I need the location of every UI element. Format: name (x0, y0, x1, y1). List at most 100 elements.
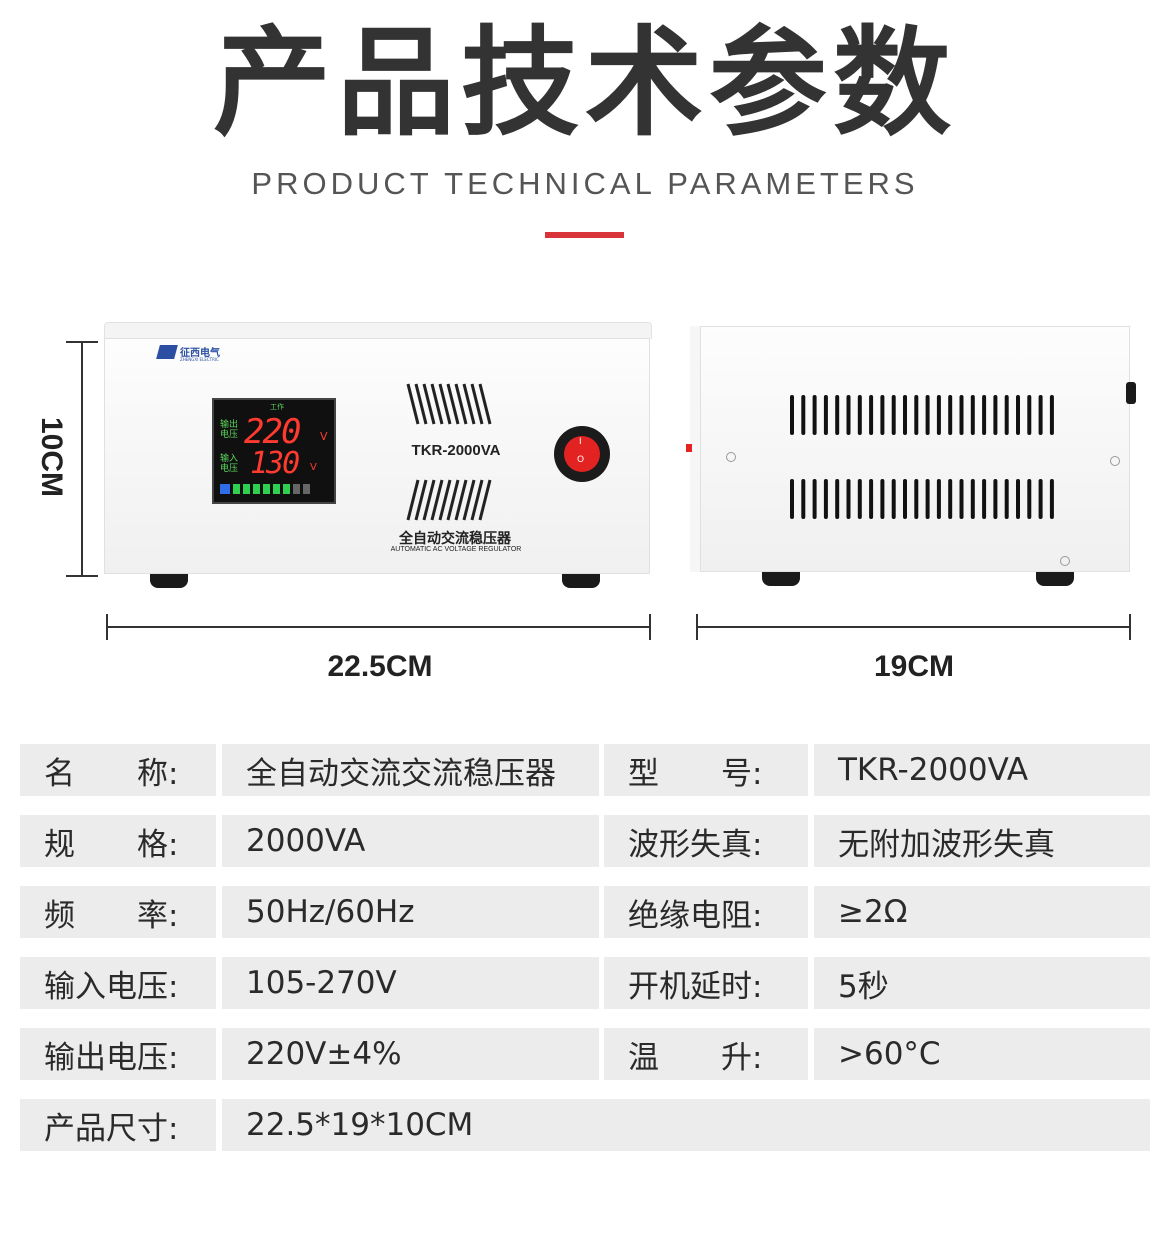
spec-label: 输出电压: (20, 1028, 216, 1080)
vent-slot (880, 395, 885, 435)
vent-slot (993, 479, 998, 519)
vent-slot (869, 395, 874, 435)
vent-slot (948, 395, 953, 435)
vent-slot (903, 395, 907, 435)
brand-name: 征西电气 (180, 348, 220, 359)
spec-label: 频 率: (20, 886, 216, 938)
spec-value: 无附加波形失真 (814, 815, 1150, 867)
model-label: TKR-2000VA (411, 442, 501, 459)
vent-slot (846, 479, 851, 519)
spec-label: 开机延时: (604, 957, 808, 1009)
height-label: 10CM (35, 416, 68, 498)
spec-label-text: 温 升: (628, 1039, 763, 1076)
screw-icon (1110, 456, 1120, 466)
vent-slot (857, 479, 862, 519)
brand-logo: 征西电气 (156, 344, 220, 359)
screw-icon (1060, 556, 1070, 566)
side-red-mark (686, 444, 692, 452)
spec-value: 2000VA (222, 815, 599, 867)
vent-slot (790, 395, 794, 435)
vent-slot (970, 479, 975, 519)
page-subtitle: PRODUCT TECHNICAL PARAMETERS (251, 166, 919, 201)
spec-label-text: 型 号: (628, 755, 763, 792)
depth-dimension-line (696, 614, 1131, 640)
spec-label: 规 格: (20, 815, 216, 867)
vent-slot (959, 395, 964, 435)
side-vent-bottom (790, 479, 1054, 519)
switch-off-mark: O (577, 455, 585, 465)
vent-slot (823, 479, 828, 519)
vent-slot (1049, 479, 1054, 519)
vent-slot (790, 479, 794, 519)
spec-value-text: 105-270V (246, 965, 397, 1001)
vent-slot (891, 479, 896, 519)
spec-value: TKR-2000VA (814, 744, 1150, 796)
front-view: 征西电气 ZHENGXI ELECTRIC 工作 输出 电压 220 V 输入 … (104, 322, 652, 588)
vent-slot (1004, 479, 1009, 519)
spec-label-text: 波形失真: (628, 826, 763, 863)
front-foot-right (562, 574, 600, 588)
spec-value-text: 无附加波形失真 (838, 826, 1055, 863)
display-input-value: 130 (250, 446, 300, 481)
led-display: 工作 输出 电压 220 V 输入 电压 130 V (212, 398, 336, 504)
display-input-label: 输入 电压 (220, 454, 239, 474)
vent-slot (914, 479, 919, 519)
vent-slot (993, 395, 998, 435)
spec-label-text: 绝缘电阻: (628, 897, 763, 934)
vent-slot (970, 395, 975, 435)
vent-slot (801, 395, 806, 435)
spec-label-text: 名 称: (44, 755, 179, 792)
spec-label: 绝缘电阻: (604, 886, 808, 938)
width-label: 22.5CM (327, 650, 433, 683)
screw-icon (726, 452, 736, 462)
product-name-cn: 全自动交流稳压器 (399, 531, 511, 547)
spec-value: 5秒 (814, 957, 1150, 1009)
display-output-unit: V (320, 430, 328, 443)
vent-slot (891, 395, 896, 435)
vent-slot (982, 395, 987, 435)
spec-value: 22.5*19*10CM (222, 1099, 1150, 1151)
vent-slot (1016, 479, 1020, 519)
spec-value-text: 50Hz/60Hz (246, 894, 415, 930)
spec-value-text: >60°C (838, 1036, 941, 1072)
vent-slot (1049, 395, 1054, 435)
spec-value-text: TKR-2000VA (838, 752, 1029, 788)
vent-slot (948, 479, 953, 519)
spec-label: 产品尺寸: (20, 1099, 216, 1151)
front-vent-bottom (406, 479, 492, 521)
spec-value-text: 全自动交流交流稳压器 (246, 755, 556, 792)
vent-slot (812, 479, 817, 519)
side-view (686, 326, 1140, 586)
front-vent-top (406, 383, 492, 425)
spec-label-text: 输入电压: (44, 968, 179, 1005)
vent-slot (914, 395, 919, 435)
vent-slot (869, 479, 874, 519)
vent-slot (1038, 395, 1043, 435)
vent-slot (801, 479, 806, 519)
depth-label: 19CM (873, 650, 955, 683)
vent-slot (1004, 395, 1009, 435)
display-status: 工作 (270, 403, 284, 411)
switch-on-mark: I (579, 437, 582, 447)
spec-label: 型 号: (604, 744, 808, 796)
width-dimension-line (106, 614, 651, 640)
vent-slot (857, 395, 862, 435)
spec-label-text: 产品尺寸: (44, 1110, 179, 1147)
side-foot-left (762, 572, 800, 586)
vent-slot (1038, 479, 1043, 519)
spec-label: 输入电压: (20, 957, 216, 1009)
vent-slot (835, 479, 840, 519)
vent-slot (903, 479, 907, 519)
spec-label-text: 频 率: (44, 897, 179, 934)
vent-slot (936, 479, 941, 519)
vent-slot (1027, 479, 1032, 519)
vent-slot (936, 395, 941, 435)
power-switch[interactable]: I O (554, 426, 610, 482)
side-foot-right (1036, 572, 1074, 586)
display-input-unit: V (310, 462, 317, 473)
spec-value: 全自动交流交流稳压器 (222, 744, 599, 796)
vent-slot (1027, 395, 1032, 435)
product-name-en: AUTOMATIC AC VOLTAGE REGULATOR (390, 546, 522, 553)
spec-value-text: ≥2Ω (838, 894, 908, 930)
spec-label: 名 称: (20, 744, 216, 796)
